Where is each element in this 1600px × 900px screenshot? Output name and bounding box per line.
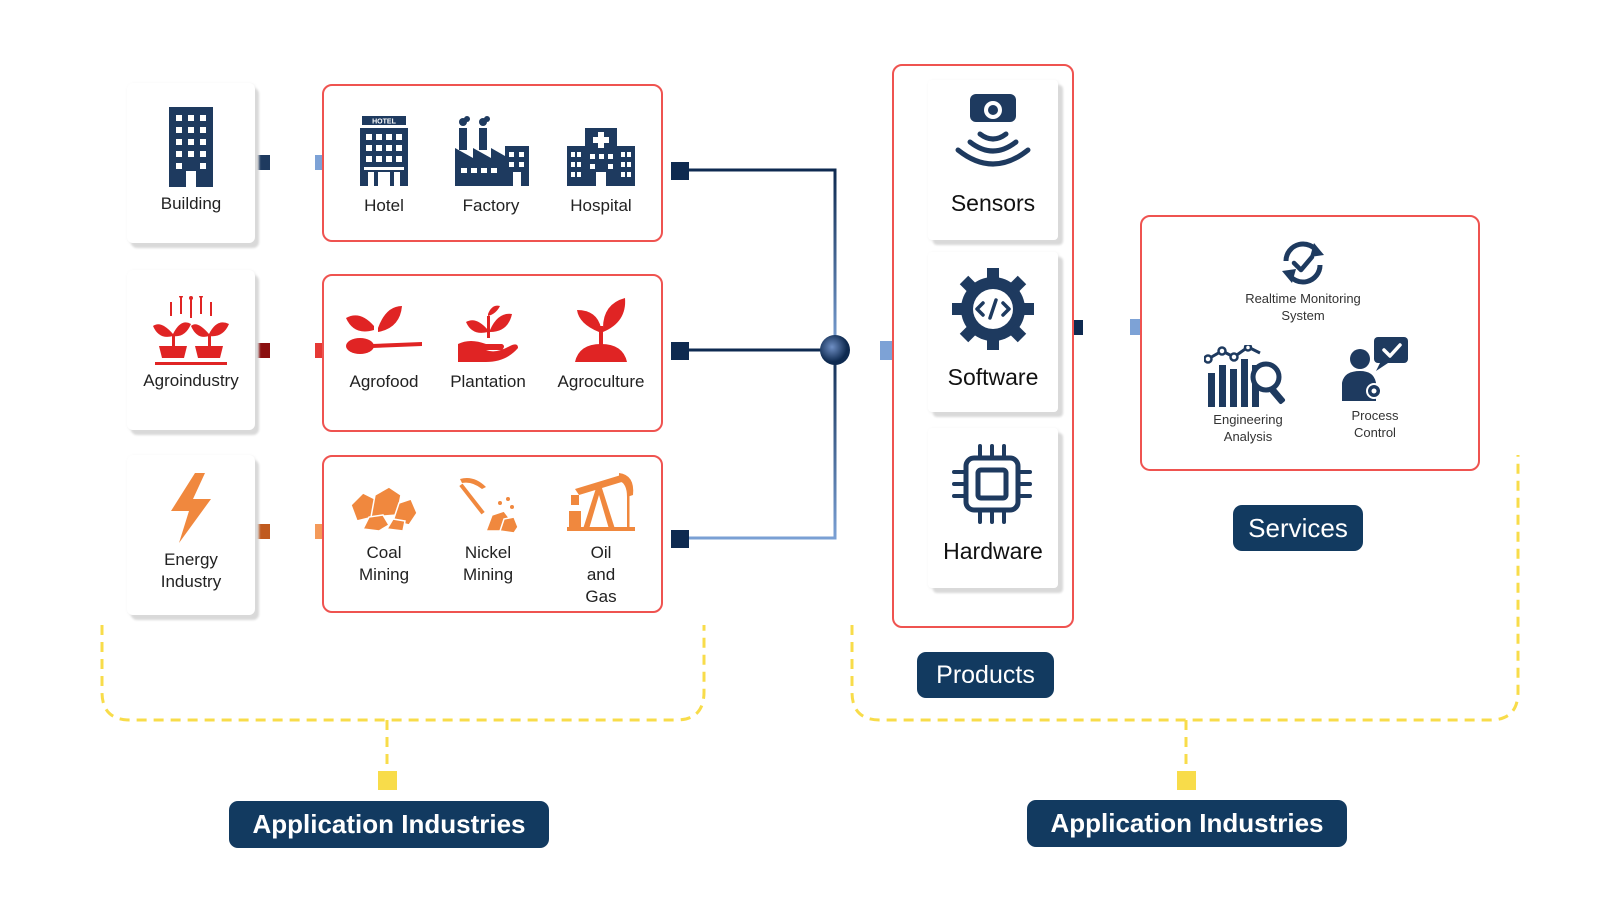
group-label-right: Application Industries (1027, 800, 1347, 847)
bracket-left (100, 625, 706, 722)
service-label-engineering-analysis: Engineering Analysis (1213, 412, 1283, 444)
item-label-nickel-mining: Nickel Mining (463, 543, 514, 584)
item-coal-mining: Coal Mining (329, 481, 439, 586)
category-label-building: Building (160, 194, 222, 213)
item-agrofood: Agrofood (329, 304, 439, 393)
product-card-hardware: Hardware (928, 428, 1058, 588)
sprout-plants-icon (153, 296, 229, 365)
person-chat-icon (1342, 337, 1408, 401)
svg-text:HOTEL: HOTEL (372, 119, 396, 126)
building-items-box: HOTEL Hotel Factory (322, 84, 663, 242)
product-label-sensors: Sensors (950, 190, 1036, 216)
category-label-agroindustry: Agroindustry (143, 371, 239, 390)
item-label-hotel: Hotel (364, 196, 404, 215)
energy-items-box: Coal Mining Nickel Mining (322, 455, 663, 613)
coal-icon (350, 486, 418, 532)
services-title: Services (1233, 505, 1363, 551)
connector-box1-hub (678, 168, 837, 348)
category-label-energy: Energy Industry (160, 550, 222, 591)
chart-magnifier-icon (1204, 345, 1286, 407)
item-label-agrofood: Agrofood (349, 372, 419, 391)
item-oil-gas: Oil and Gas (546, 471, 656, 608)
item-label-hospital: Hospital (570, 196, 632, 215)
hand-plant-icon (458, 305, 518, 362)
hotel-icon: HOTEL (360, 116, 408, 186)
factory-icon (455, 116, 529, 186)
gear-code-icon (952, 268, 1034, 350)
category-card-energy: Energy Industry (127, 455, 255, 615)
seedling-icon (575, 298, 627, 362)
item-label-factory: Factory (462, 196, 520, 215)
item-label-plantation: Plantation (450, 372, 526, 391)
item-hotel: HOTEL Hotel (329, 116, 439, 217)
product-label-software: Software (947, 364, 1039, 390)
item-label-agroculture: Agroculture (557, 372, 645, 391)
oil-pump-icon (567, 473, 635, 531)
product-card-software: Software (928, 252, 1058, 412)
building-icon (169, 107, 213, 187)
sensor-icon (955, 94, 1031, 167)
service-label-process-control: Process Control (1351, 408, 1399, 440)
hospital-icon (567, 128, 635, 186)
products-title: Products (917, 652, 1054, 698)
service-label-realtime-monitoring: Realtime Monitoring System (1245, 291, 1361, 323)
agro-items-box: Agrofood Plantation Agroculture (322, 274, 663, 432)
product-label-hardware: Hardware (943, 538, 1043, 564)
item-factory: Factory (436, 116, 546, 217)
lightning-icon (171, 473, 211, 543)
services-box: Realtime Monitoring System Engineering A… (1140, 215, 1480, 471)
item-label-oil-gas: Oil and Gas (585, 543, 617, 606)
category-card-building: Building (127, 83, 255, 243)
pickaxe-icon (459, 478, 519, 534)
sync-check-icon (1282, 241, 1324, 285)
item-plantation: Plantation (433, 304, 543, 393)
hub-node (820, 335, 850, 365)
item-label-coal-mining: Coal Mining (359, 543, 410, 584)
group-label-left: Application Industries (229, 801, 549, 848)
chip-icon (952, 444, 1032, 524)
item-hospital: Hospital (546, 116, 656, 217)
spoon-leaf-icon (346, 306, 422, 354)
category-card-agroindustry: Agroindustry (127, 270, 255, 430)
connector-box3-hub (678, 348, 837, 540)
product-card-sensors: Sensors (928, 80, 1058, 240)
item-agroculture: Agroculture (546, 298, 656, 393)
item-nickel-mining: Nickel Mining (433, 477, 543, 586)
